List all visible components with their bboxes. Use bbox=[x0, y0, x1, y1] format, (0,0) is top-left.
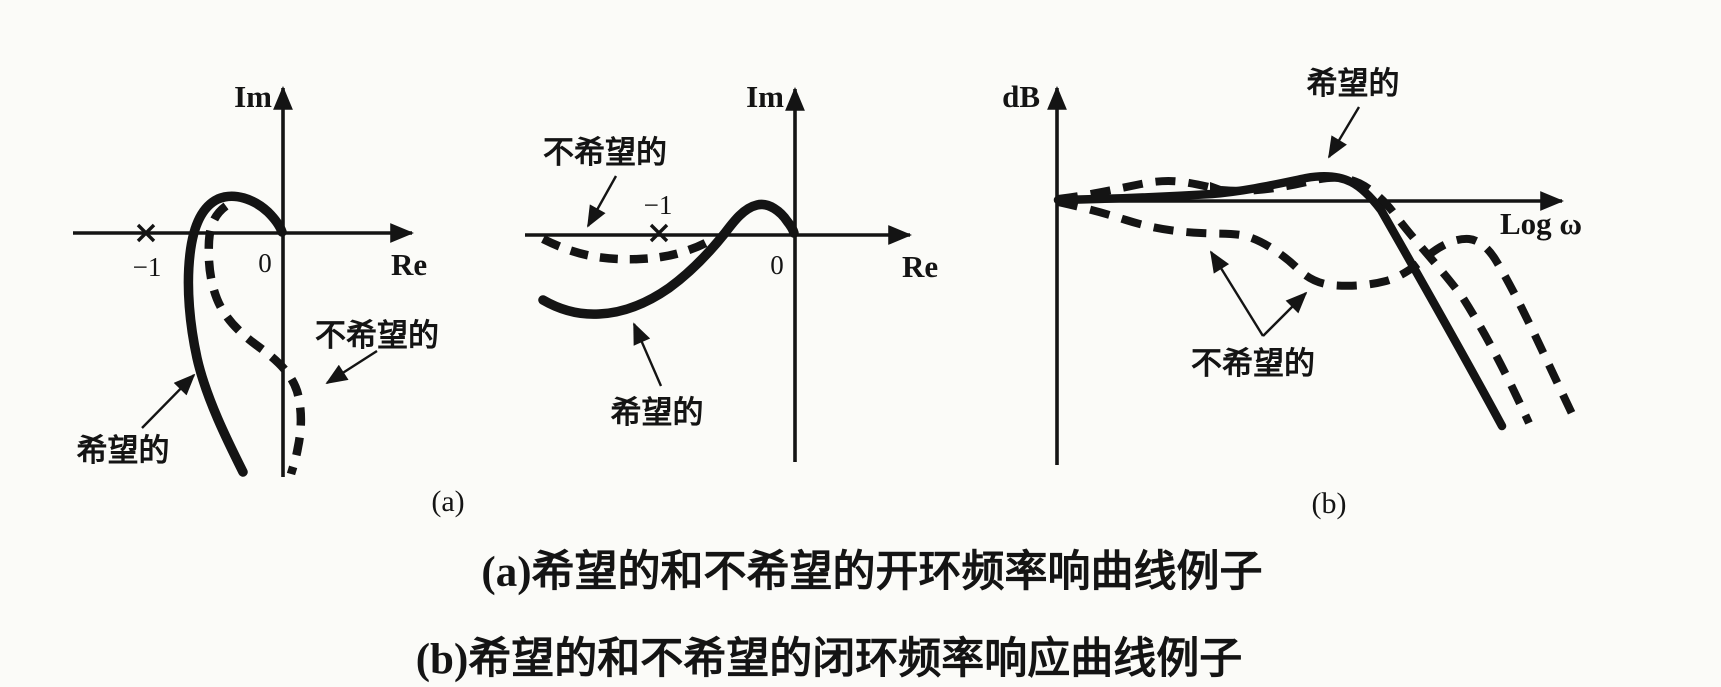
critical-point-cross-icon bbox=[136, 223, 156, 243]
undesired-pointer-arrow-1 bbox=[1209, 250, 1265, 337]
undesired-curve bbox=[204, 202, 306, 476]
re-axis-label: Re bbox=[902, 249, 938, 284]
desired-curve-label: 希望的 bbox=[77, 433, 170, 468]
undesired-curves-label: 不希望的 bbox=[1191, 346, 1315, 381]
db-axis-label: dB bbox=[1002, 79, 1040, 114]
desired-curve-label: 希望的 bbox=[611, 395, 704, 430]
minus-one-tick-label: −1 bbox=[133, 252, 162, 282]
dashed-curve-arrowhead-icon bbox=[1210, 182, 1232, 198]
undesired-curve-lower bbox=[1057, 198, 1581, 426]
undesired-curve bbox=[541, 235, 716, 264]
undesired-curve-label: 不希望的 bbox=[315, 318, 439, 353]
caption-line-b: (b)希望的和不希望的闭环频率响应曲线例子 bbox=[416, 635, 1243, 683]
origin-tick-label: 0 bbox=[770, 250, 784, 280]
nyquist-plot-middle: Im Re −1 0 不希望的 希望的 bbox=[525, 79, 938, 462]
subfigure-b-tag: (b) bbox=[1312, 487, 1347, 520]
undesired-pointer-arrow bbox=[586, 175, 618, 228]
desired-pointer-arrow bbox=[1327, 106, 1361, 159]
re-axis-label: Re bbox=[391, 247, 427, 282]
undesired-curve-label: 不希望的 bbox=[543, 135, 667, 170]
undesired-curve-upper bbox=[1057, 173, 1533, 425]
desired-curve bbox=[183, 191, 287, 477]
bode-plot-right: dB Log ω 希望的 不希望的 bbox=[1002, 66, 1582, 465]
im-axis-label: Im bbox=[234, 79, 272, 114]
desired-pointer-arrow bbox=[141, 373, 196, 429]
logw-axis-label: Log ω bbox=[1500, 206, 1582, 241]
desired-curve bbox=[1053, 172, 1507, 431]
undesired-pointer-arrow bbox=[325, 349, 378, 385]
desired-pointer-arrow bbox=[632, 322, 663, 387]
nyquist-plot-left: Im Re −1 0 不希望的 希望的 bbox=[73, 79, 439, 477]
desired-curve-label: 希望的 bbox=[1307, 66, 1400, 101]
im-axis-label: Im bbox=[746, 79, 784, 114]
caption-line-a: (a)希望的和不希望的开环频率响曲线例子 bbox=[481, 548, 1262, 596]
desired-curve bbox=[538, 199, 799, 319]
critical-point-cross-icon bbox=[649, 223, 669, 243]
origin-tick-label: 0 bbox=[258, 248, 272, 278]
subfigure-a-tag: (a) bbox=[431, 485, 464, 518]
undesired-pointer-arrow-2 bbox=[1262, 291, 1308, 337]
minus-one-tick-label: −1 bbox=[644, 190, 673, 220]
